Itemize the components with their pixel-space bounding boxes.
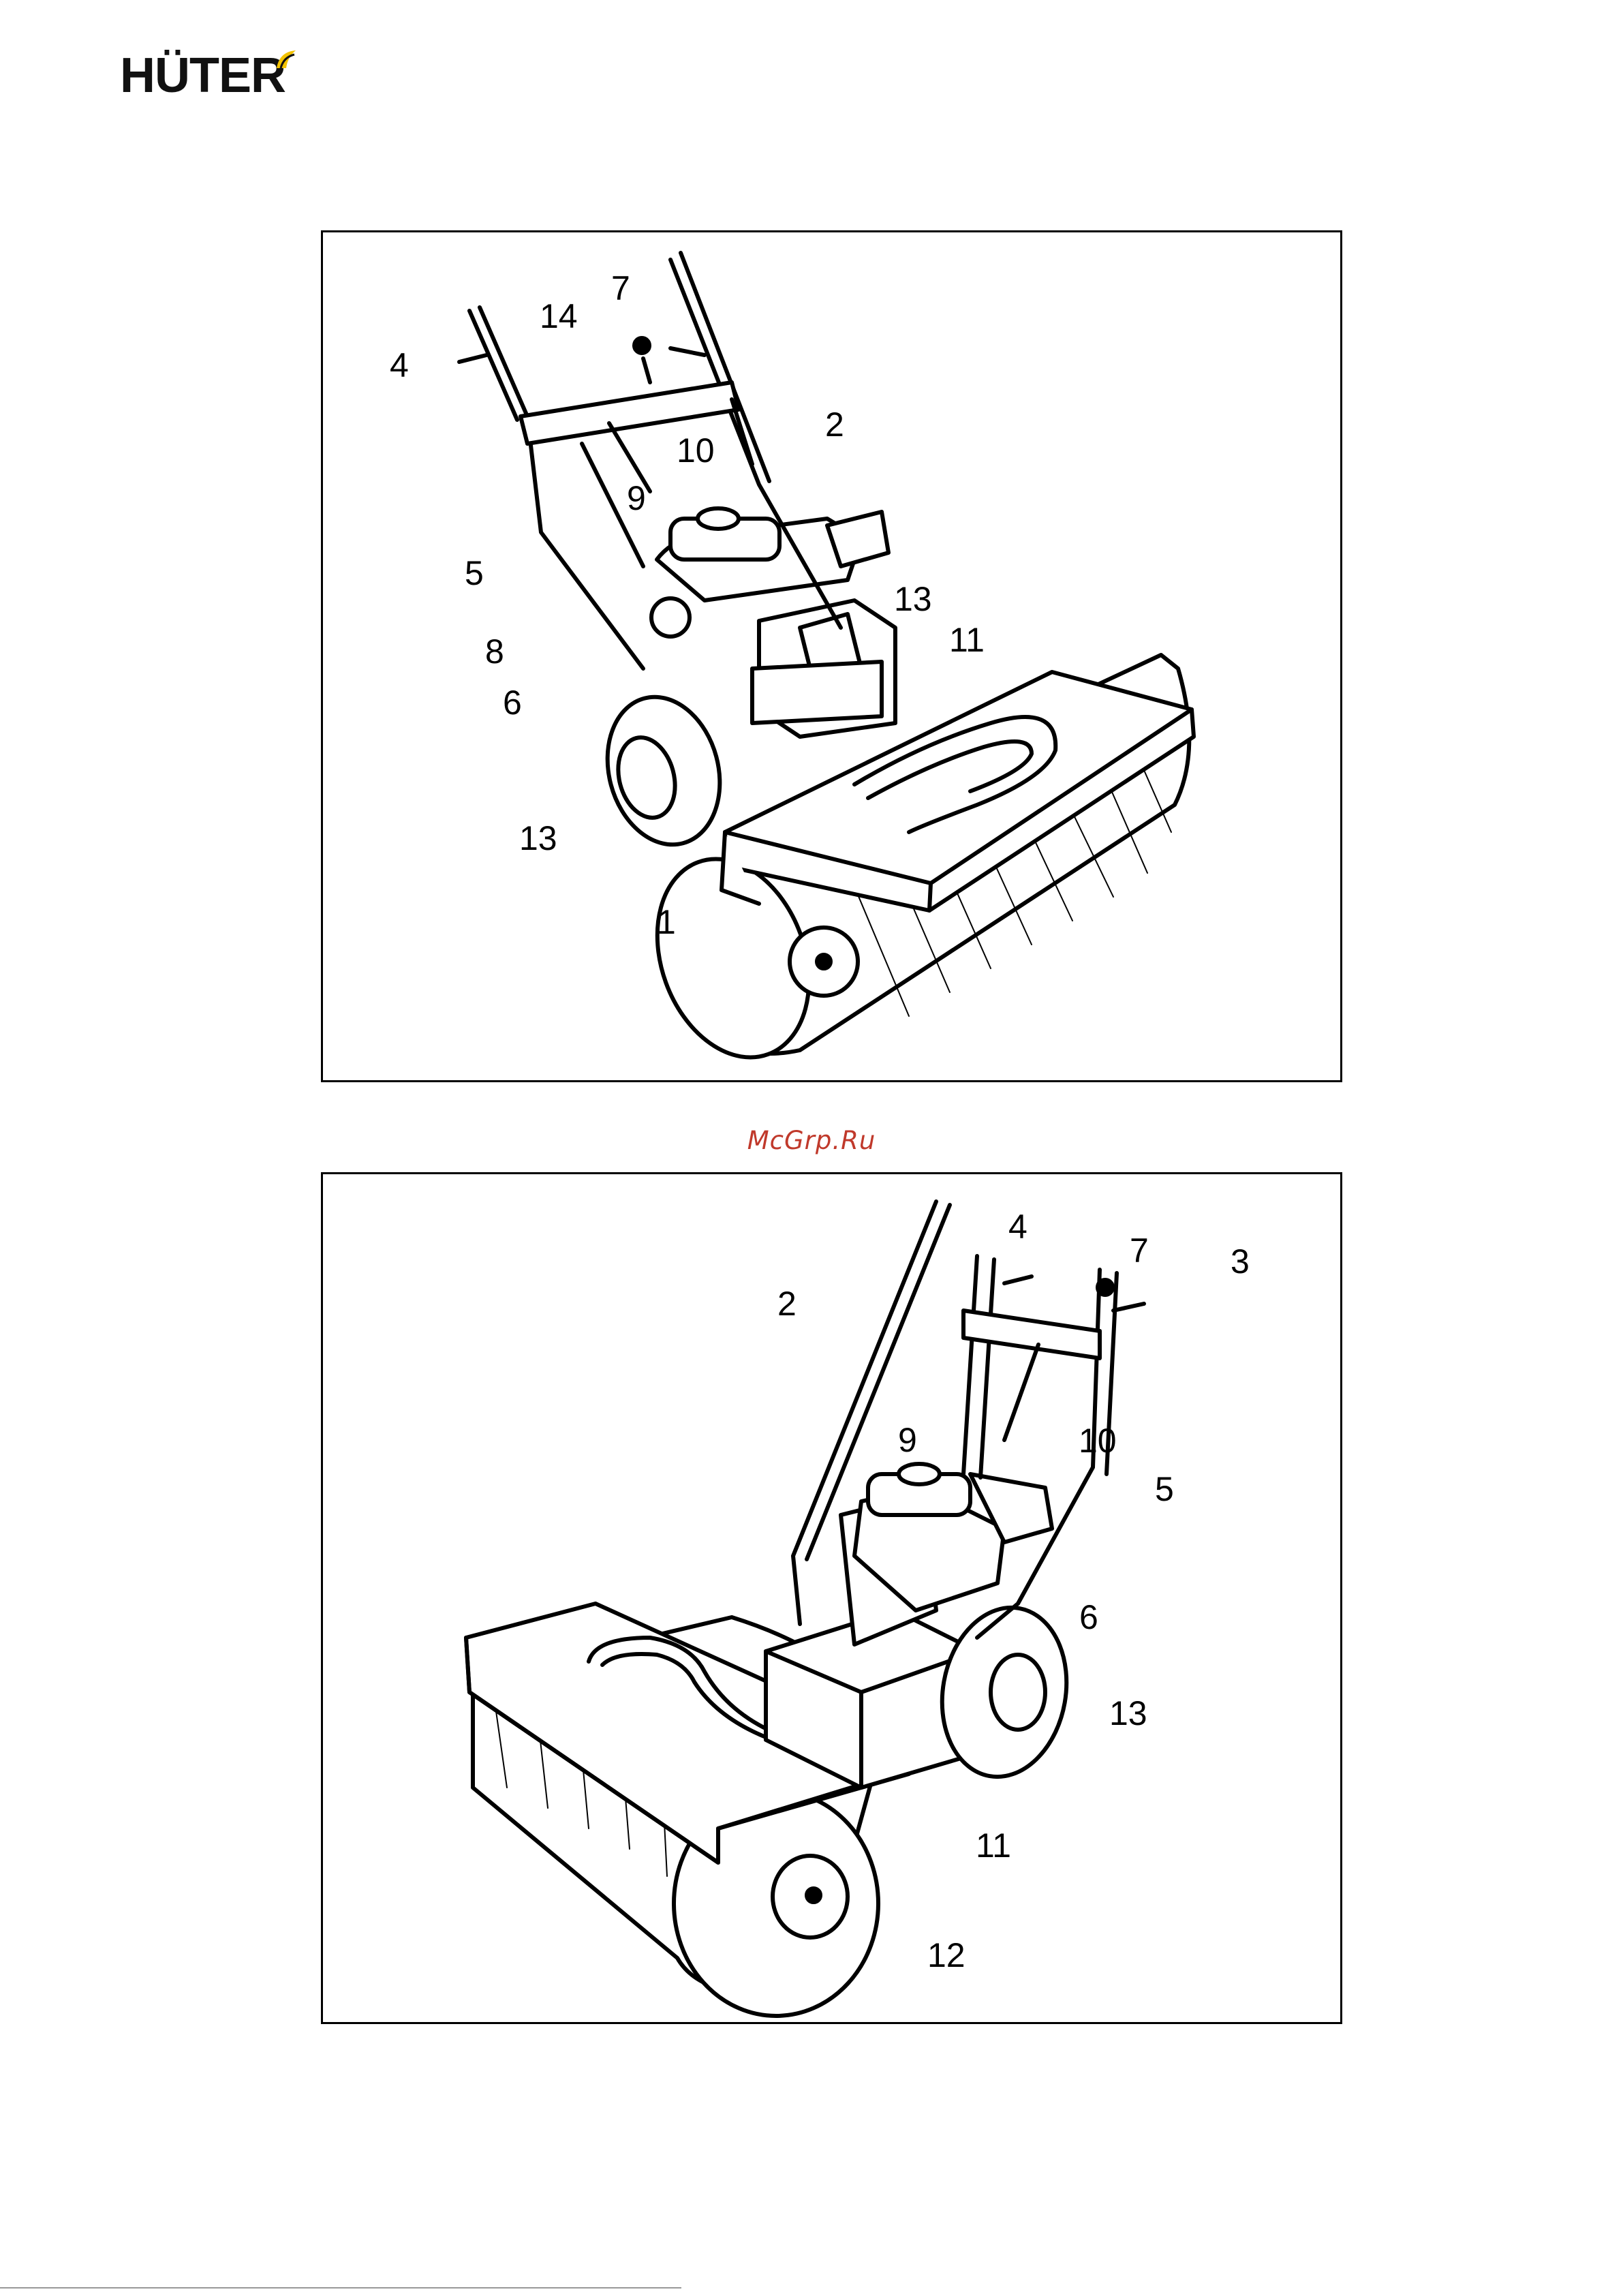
figure-1-rear-view: 7 14 4 2 10 9 5 13 11 8 6 13 1 <box>321 230 1342 1082</box>
callout-7: 7 <box>611 271 630 305</box>
callout-13: 13 <box>894 582 932 616</box>
figure-2-front-view: 4 7 3 2 9 10 5 6 13 11 12 <box>321 1172 1342 2024</box>
callout-5: 5 <box>1155 1472 1174 1506</box>
brand-logo: HÜTER <box>120 48 285 104</box>
callout-11: 11 <box>949 623 985 657</box>
callout-9: 9 <box>898 1423 917 1457</box>
callout-10: 10 <box>1079 1424 1117 1458</box>
callout-2: 2 <box>825 408 844 442</box>
callout-3: 3 <box>1231 1244 1250 1279</box>
sweeper-illustration-front <box>323 1174 1344 2026</box>
footer-rule <box>0 2287 681 2289</box>
callout-11: 11 <box>976 1828 1011 1863</box>
callout-13: 13 <box>1109 1696 1147 1730</box>
brand-logo-mark-icon <box>274 48 298 72</box>
callout-5: 5 <box>465 556 484 590</box>
callout-10: 10 <box>677 433 715 468</box>
callout-13b: 13 <box>519 821 557 855</box>
sweeper-illustration-rear <box>323 232 1344 1084</box>
callout-2: 2 <box>777 1287 797 1321</box>
watermark-text: McGrp.Ru <box>0 1126 1623 1155</box>
callout-12: 12 <box>927 1938 965 1972</box>
callout-8: 8 <box>485 634 504 669</box>
callout-9: 9 <box>627 481 646 515</box>
callout-14: 14 <box>540 299 578 333</box>
callout-6: 6 <box>503 686 522 720</box>
callout-4: 4 <box>390 348 409 382</box>
callout-6: 6 <box>1079 1600 1098 1634</box>
callout-4: 4 <box>1008 1210 1027 1244</box>
callout-1: 1 <box>657 905 676 939</box>
callout-7: 7 <box>1130 1234 1149 1268</box>
